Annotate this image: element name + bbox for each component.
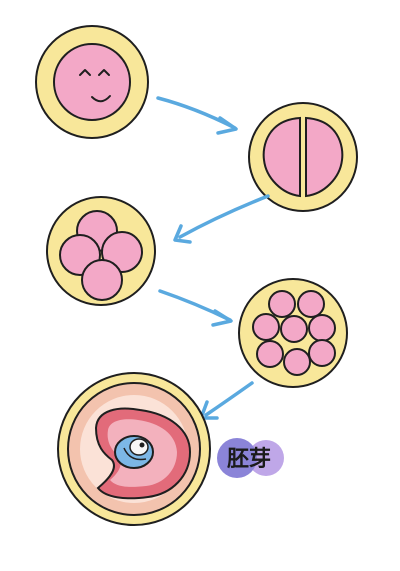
blastomere	[252, 313, 280, 341]
embryo-dot	[139, 442, 145, 448]
blastomere	[256, 340, 284, 368]
arrow-3	[158, 289, 233, 327]
blastomere-right	[305, 116, 344, 198]
arrow-1	[156, 96, 238, 135]
blastomere-left	[262, 116, 301, 198]
arrow-2	[173, 194, 270, 244]
embryo-fold	[123, 447, 147, 461]
left-eye	[79, 69, 91, 76]
stage-eight-cell	[238, 278, 348, 388]
badge-circle-left	[217, 438, 257, 478]
badge-circle-right	[248, 440, 284, 476]
blastomere	[81, 259, 123, 301]
stage-blastocyst	[57, 372, 211, 526]
blastomere	[297, 290, 325, 318]
blastomere	[283, 348, 311, 376]
arrow-4	[199, 381, 254, 420]
embryo-label-badge: 胚芽	[217, 438, 284, 478]
stage-four-cell	[46, 196, 156, 306]
embryo-core	[129, 438, 149, 456]
blastomere	[308, 314, 336, 342]
embryo-label: 胚芽	[227, 447, 271, 472]
blastomere	[268, 290, 296, 318]
zygote-cell	[53, 43, 131, 121]
stage-zygote	[35, 25, 149, 139]
stage-two-cell	[248, 102, 358, 212]
right-eye	[98, 69, 110, 76]
blastomere	[280, 315, 308, 343]
blastomere	[308, 339, 336, 367]
smile	[91, 95, 111, 103]
